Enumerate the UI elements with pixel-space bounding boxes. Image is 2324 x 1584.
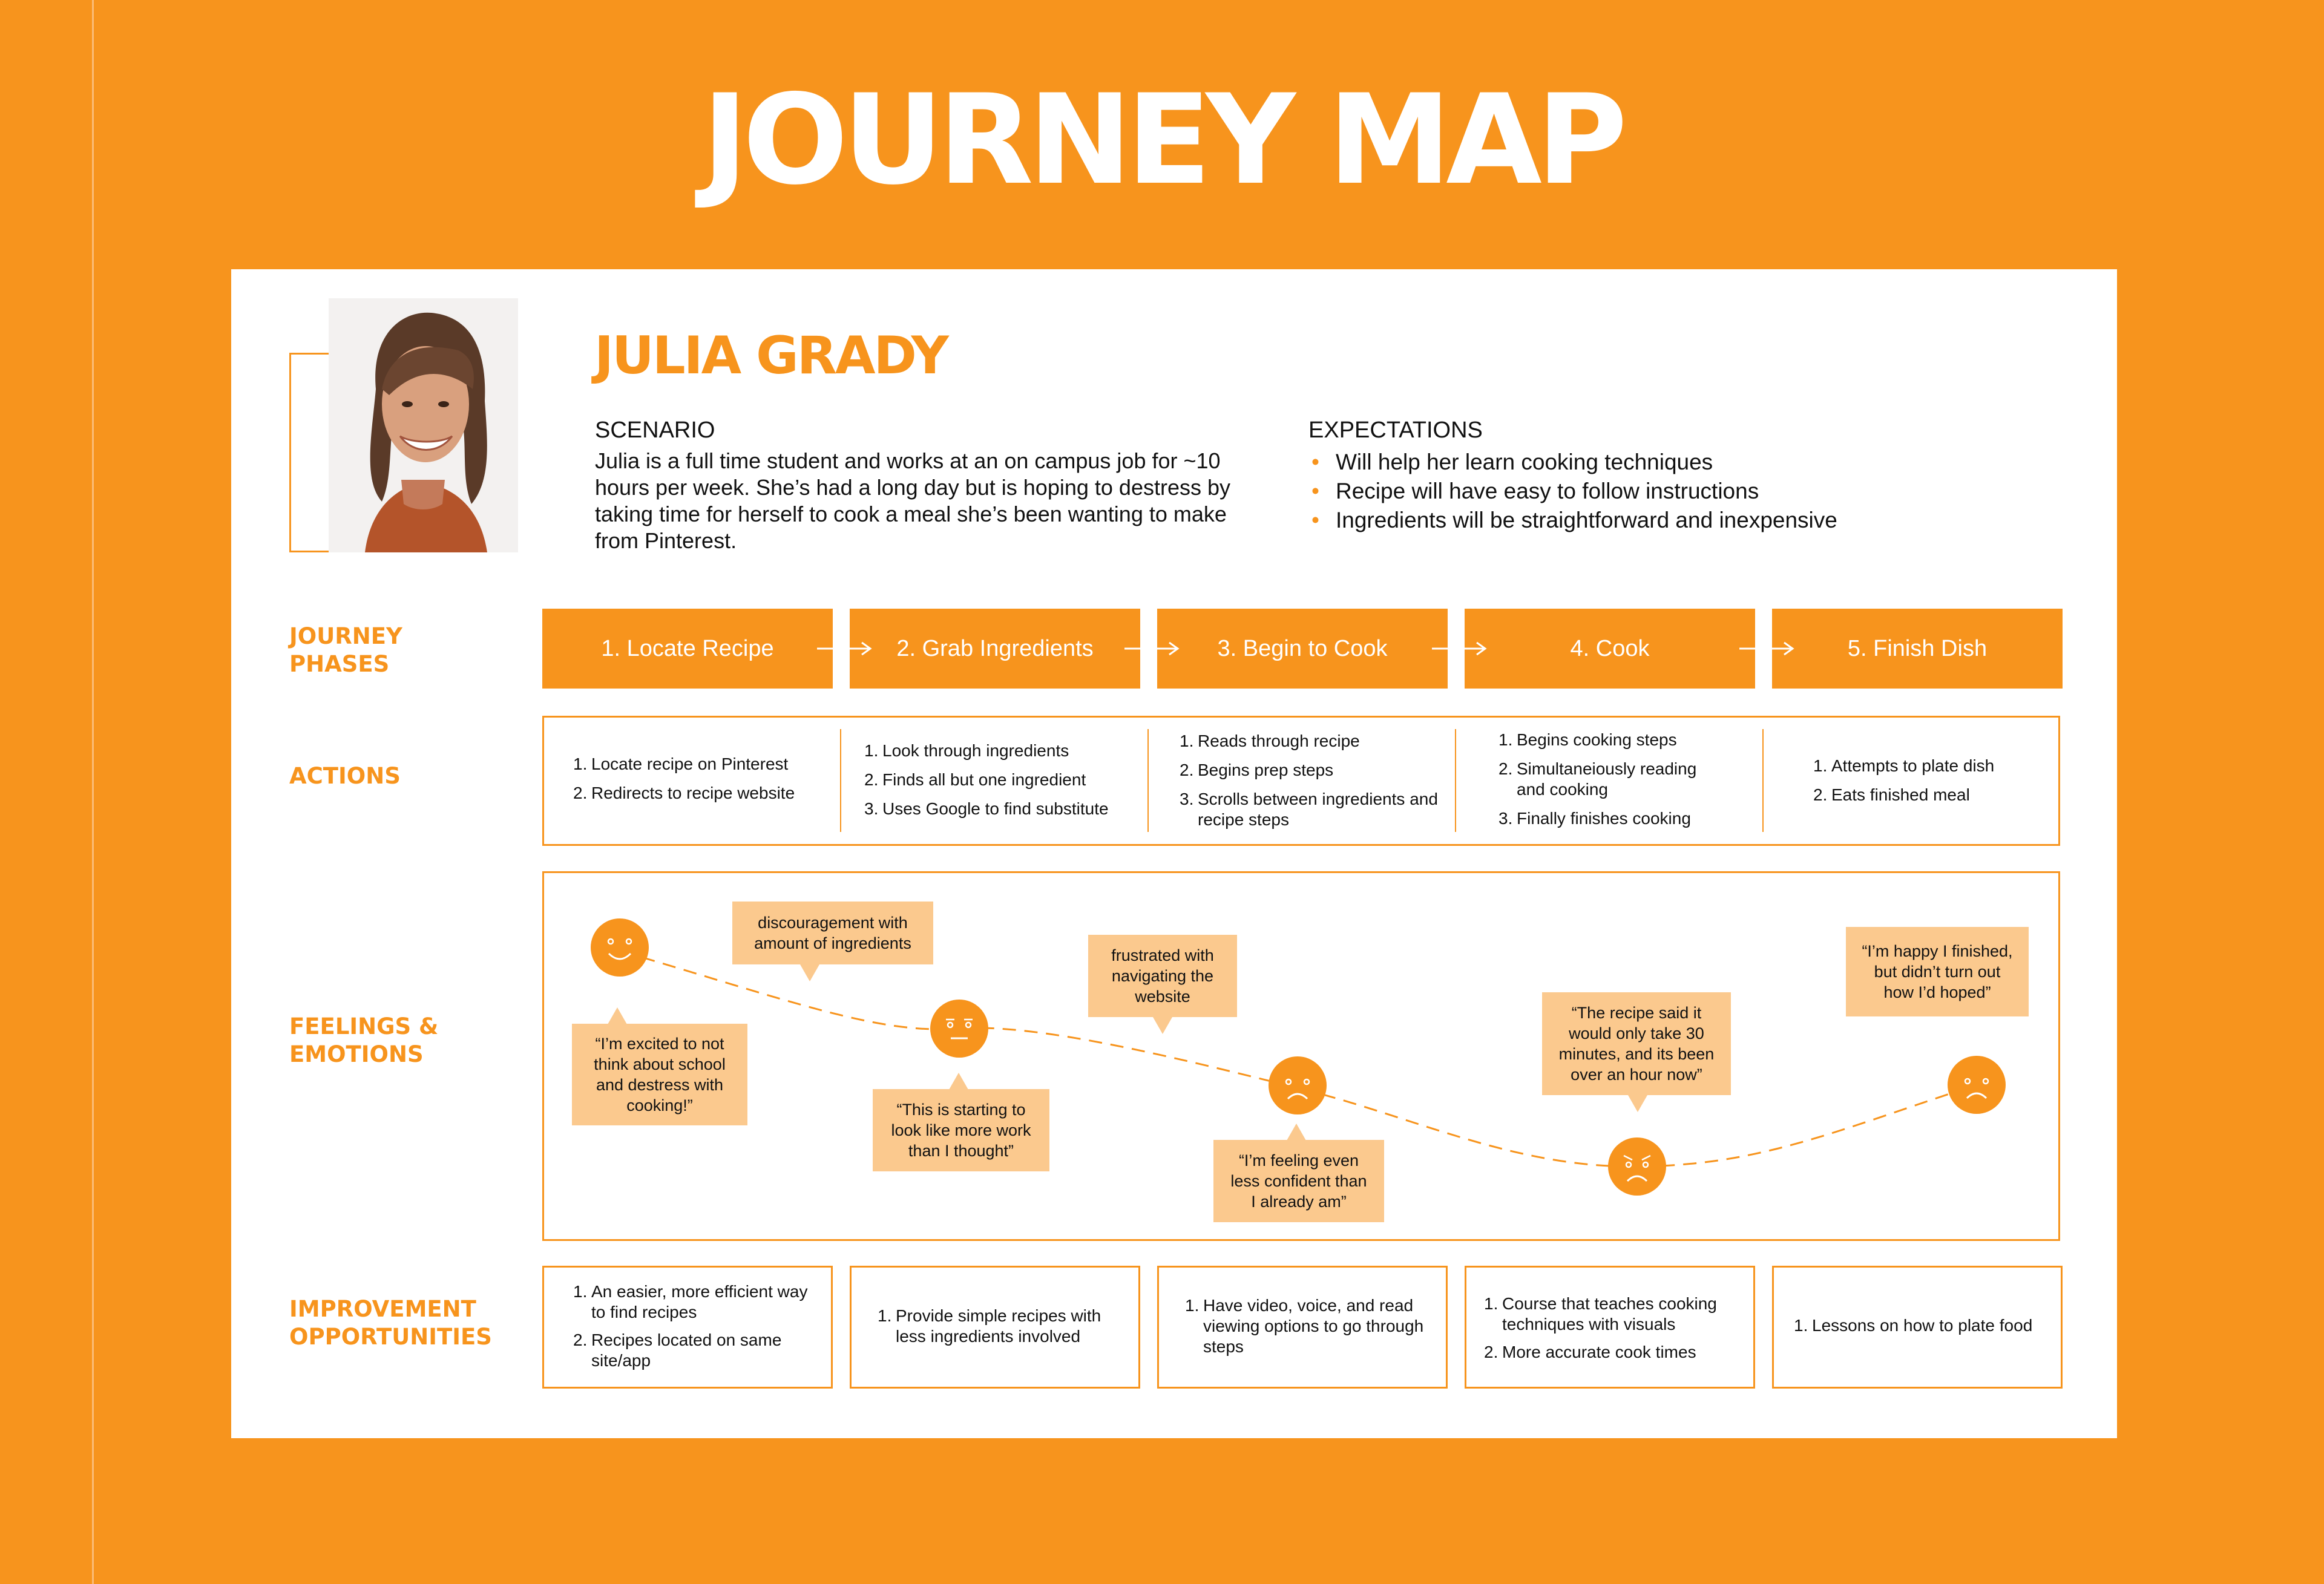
list-item: 1.Attempts to plate dish <box>1813 756 1995 775</box>
list-item: 1.Begins cooking steps <box>1498 730 1677 749</box>
list-item: 2.Eats finished meal <box>1813 785 1970 804</box>
improvements-finish-dish: 1.Lessons on how to plate food <box>1794 1315 2048 1336</box>
arrow-right-icon <box>1739 641 1794 656</box>
scenario-heading: SCENARIO <box>595 417 715 443</box>
quote-bubble-happy-finished: “I’m happy I finished,but didn’t turn ou… <box>1846 927 2029 1016</box>
list-item: 1.Locate recipe on Pinterest <box>573 754 789 773</box>
column-divider <box>1147 729 1149 832</box>
persona-name: JULIA GRADY <box>594 326 949 386</box>
expectations-list: •Will help her learn cooking techniques … <box>1309 448 1837 535</box>
persona-photo <box>329 298 518 552</box>
arrow-right-icon <box>817 641 872 656</box>
list-item: 2.Recipes located on same site/app <box>573 1330 782 1370</box>
actions-begin-to-cook: 1.Reads through recipe 2.Begins prep ste… <box>1180 731 1446 830</box>
bubble-tail <box>1287 1124 1306 1141</box>
improvements-cook: 1.Course that teaches cooking techniques… <box>1484 1294 1744 1363</box>
page-title: JOURNEY MAP <box>701 68 1627 212</box>
list-item: 1.Course that teaches cooking techniques… <box>1484 1294 1717 1334</box>
column-divider <box>840 729 841 832</box>
improvement-box <box>1772 1266 2063 1389</box>
list-item: 2.More accurate cook times <box>1484 1343 1696 1361</box>
left-edge-line <box>92 0 94 1584</box>
list-item: 1.Lessons on how to plate food <box>1794 1316 2033 1335</box>
bubble-tail <box>1153 1017 1172 1034</box>
phase-cook: 4. Cook <box>1465 609 1755 689</box>
list-item: 1.Have video, voice, and read viewing op… <box>1185 1296 1424 1356</box>
list-item: 3.Finally finishes cooking <box>1498 809 1691 828</box>
bubble-tail <box>608 1007 627 1024</box>
phase-begin-to-cook: 3. Begin to Cook <box>1157 609 1448 689</box>
bullet-icon: • <box>1311 479 1319 503</box>
neutral-face-icon <box>930 1000 988 1058</box>
improvements-begin-to-cook: 1.Have video, voice, and read viewing op… <box>1185 1295 1439 1357</box>
row-label-feelings: FEELINGS &EMOTIONS <box>289 1013 439 1067</box>
phase-finish-dish: 5. Finish Dish <box>1772 609 2063 689</box>
list-item: 1.Reads through recipe <box>1180 731 1360 750</box>
improvement-box <box>1157 1266 1448 1389</box>
sad-face-icon <box>1269 1056 1327 1114</box>
scenario-text: Julia is a full time student and works a… <box>595 448 1230 553</box>
expectation-item: •Will help her learn cooking techniques <box>1309 448 1837 477</box>
actions-locate-recipe: 1.Locate recipe on Pinterest 2.Redirects… <box>573 754 821 803</box>
bubble-tail <box>1628 1095 1647 1112</box>
column-divider <box>1762 729 1764 832</box>
actions-cook: 1.Begins cooking steps 2.Simultaneiously… <box>1498 730 1728 829</box>
sad-face-icon <box>1948 1056 2006 1114</box>
bullet-icon: • <box>1311 508 1319 532</box>
phase-locate-recipe: 1. Locate Recipe <box>542 609 833 689</box>
improvement-box <box>850 1266 1140 1389</box>
bubble-tail <box>949 1073 968 1090</box>
expectation-item: •Ingredients will be straightforward and… <box>1309 506 1837 535</box>
list-item: 2.Simultaneiously reading and cooking <box>1498 759 1697 799</box>
list-item: 3.Scrolls between ingredients and recipe… <box>1180 790 1438 829</box>
improvements-locate-recipe: 1.An easier, more efficient way to find … <box>573 1281 815 1371</box>
bubble-tail <box>800 964 819 981</box>
improvements-grab-ingredients: 1.Provide simple recipes with less ingre… <box>878 1306 1132 1347</box>
list-item: 1.Provide simple recipes with less ingre… <box>878 1306 1101 1346</box>
row-label-actions: ACTIONS <box>289 763 401 789</box>
happy-face-icon <box>591 918 649 977</box>
actions-row <box>542 716 2060 846</box>
feelings-row <box>542 871 2060 1241</box>
bullet-icon: • <box>1311 450 1319 474</box>
list-item: 2.Finds all but one ingredient <box>864 770 1086 789</box>
actions-finish-dish: 1.Attempts to plate dish 2.Eats finished… <box>1813 756 2043 805</box>
actions-grab-ingredients: 1.Look through ingredients 2.Finds all b… <box>864 741 1131 819</box>
list-item: 1.Look through ingredients <box>864 741 1069 760</box>
list-item: 1.An easier, more efficient way to find … <box>573 1282 808 1321</box>
arrow-right-icon <box>1124 641 1180 656</box>
list-item: 2.Redirects to recipe website <box>573 784 795 802</box>
arrow-right-icon <box>1432 641 1487 656</box>
journey-map-card <box>231 269 2117 1438</box>
column-divider <box>1455 729 1456 832</box>
improvement-box <box>542 1266 833 1389</box>
expectation-item: •Recipe will have easy to follow instruc… <box>1309 477 1837 506</box>
improvement-box <box>1465 1266 1755 1389</box>
list-item: 3.Uses Google to find substitute <box>864 799 1109 818</box>
phase-grab-ingredients: 2. Grab Ingredients <box>850 609 1140 689</box>
angry-face-icon <box>1608 1137 1666 1196</box>
expectations-heading: EXPECTATIONS <box>1308 417 1483 443</box>
list-item: 2.Begins prep steps <box>1180 761 1334 779</box>
